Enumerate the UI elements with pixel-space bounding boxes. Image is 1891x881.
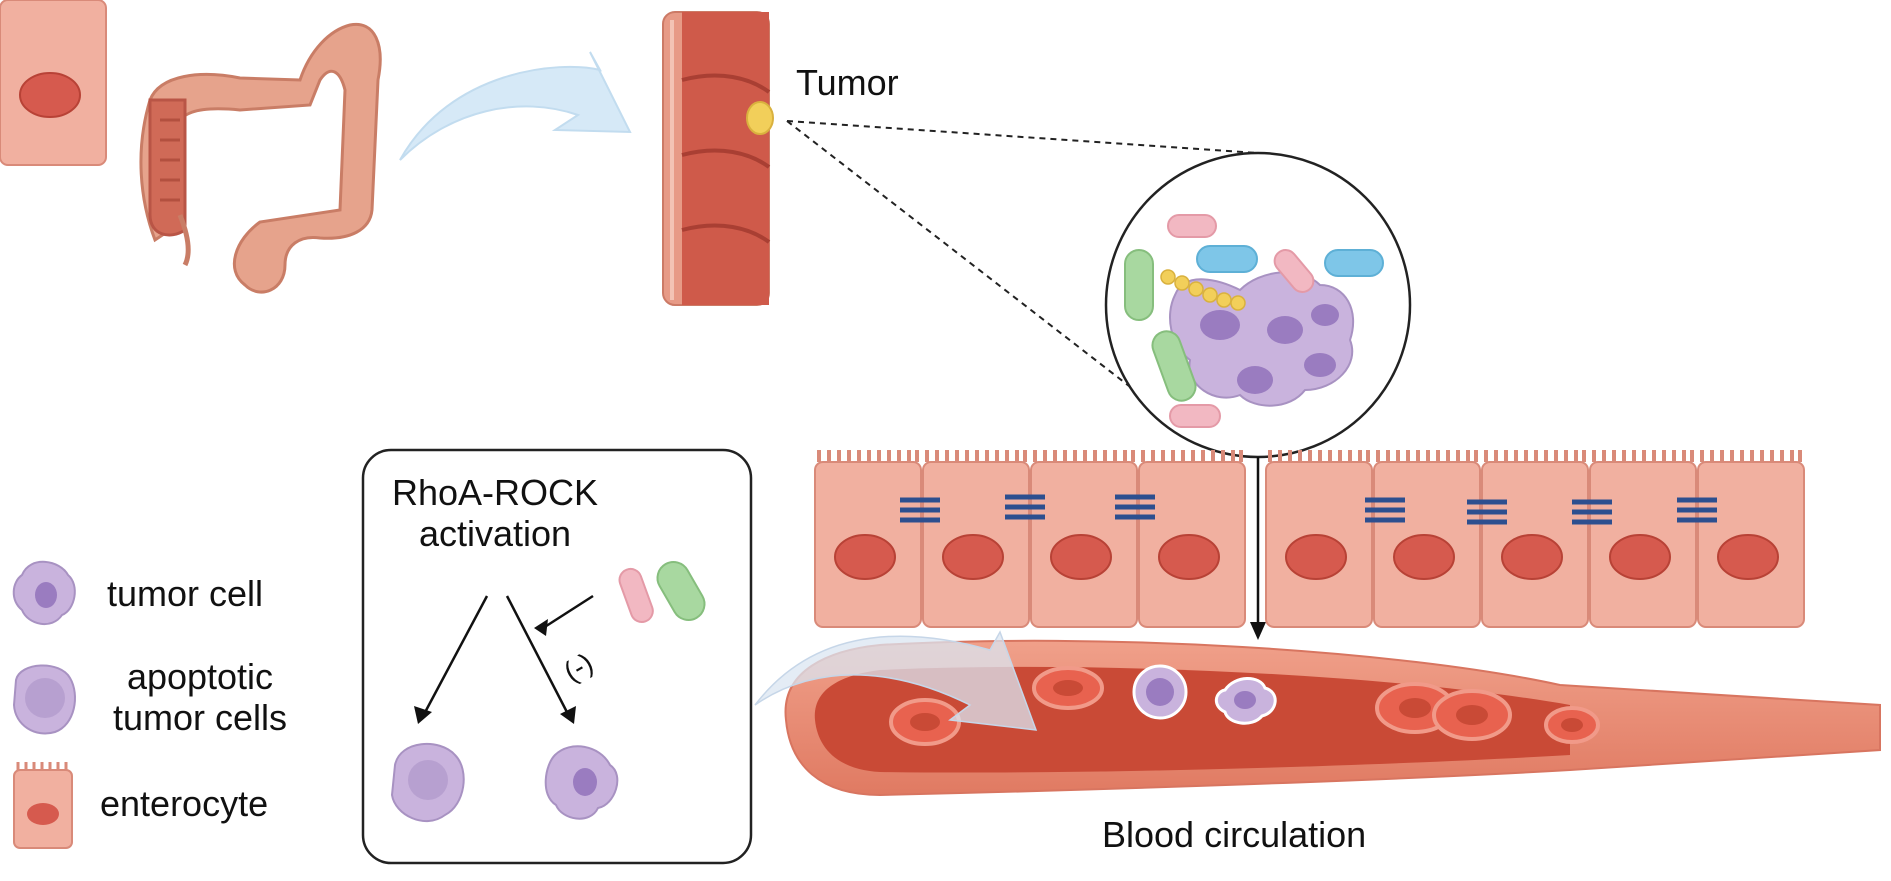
rhoa-rock-line2: activation [418, 513, 572, 555]
legend-apoptotic-label: apoptotic tumor cells [100, 656, 300, 739]
rhoa-panel [361, 448, 753, 865]
legend-tumor-cell-label: tumor cell [107, 573, 264, 614]
enterocyte-icon [13, 762, 73, 849]
tumor-cell-icon [12, 560, 76, 625]
tumor-microenvironment-icon [1104, 151, 1412, 459]
tumor-label: Tumor [796, 62, 899, 103]
bacteria-arrow [539, 594, 594, 632]
legend-apoptotic-line2: tumor cells [112, 697, 288, 739]
arrow-to-tumor [505, 595, 572, 719]
zoom-line-bottom [786, 120, 1161, 411]
bacteria-green-icon [656, 561, 706, 621]
tumor-cell-result [544, 745, 619, 820]
entry-arrow-icon [754, 630, 1038, 731]
rhoa-rock-label: RhoA-ROCK activation [380, 472, 610, 555]
apoptotic-cell-icon [12, 664, 76, 735]
rhoa-rock-line1: RhoA-ROCK [391, 472, 599, 513]
apoptotic-cell-result [390, 742, 465, 822]
intestinal-wall-icon [662, 11, 771, 306]
curved-arrow-icon [399, 51, 632, 161]
legend-apoptotic-line1: apoptotic [126, 656, 274, 697]
enterocyte-layer [0, 0, 1806, 629]
bacteria-pink-icon [618, 567, 654, 623]
arrow-to-apoptotic [420, 595, 489, 719]
migration-arrowhead [1250, 622, 1266, 640]
legend-enterocyte-label: enterocyte [100, 783, 269, 824]
tumor-mass-icon [746, 101, 774, 135]
colon-icon [139, 22, 382, 294]
blood-circulation-label: Blood circulation [1102, 814, 1367, 855]
zoom-line-top [786, 120, 1259, 154]
